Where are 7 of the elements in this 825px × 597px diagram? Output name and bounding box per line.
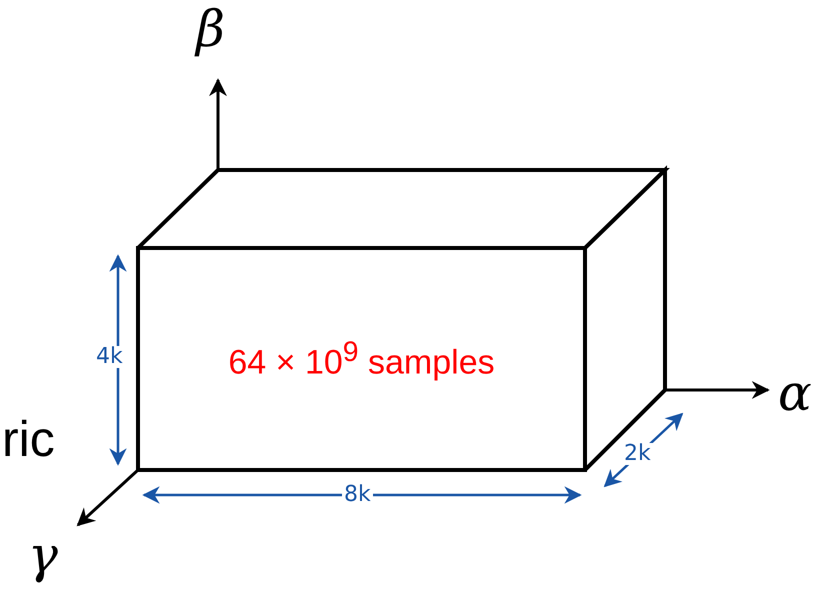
sample-count-text: 64 × 10$^{9}$ samples <box>228 336 495 382</box>
axis-label: β <box>196 4 225 54</box>
cuboid-front-face <box>136 246 587 472</box>
axis-label: α <box>778 368 812 418</box>
word-fragment: ric <box>2 414 55 464</box>
axis-label: γ <box>28 530 58 580</box>
dimension-label: 4k <box>94 346 125 368</box>
